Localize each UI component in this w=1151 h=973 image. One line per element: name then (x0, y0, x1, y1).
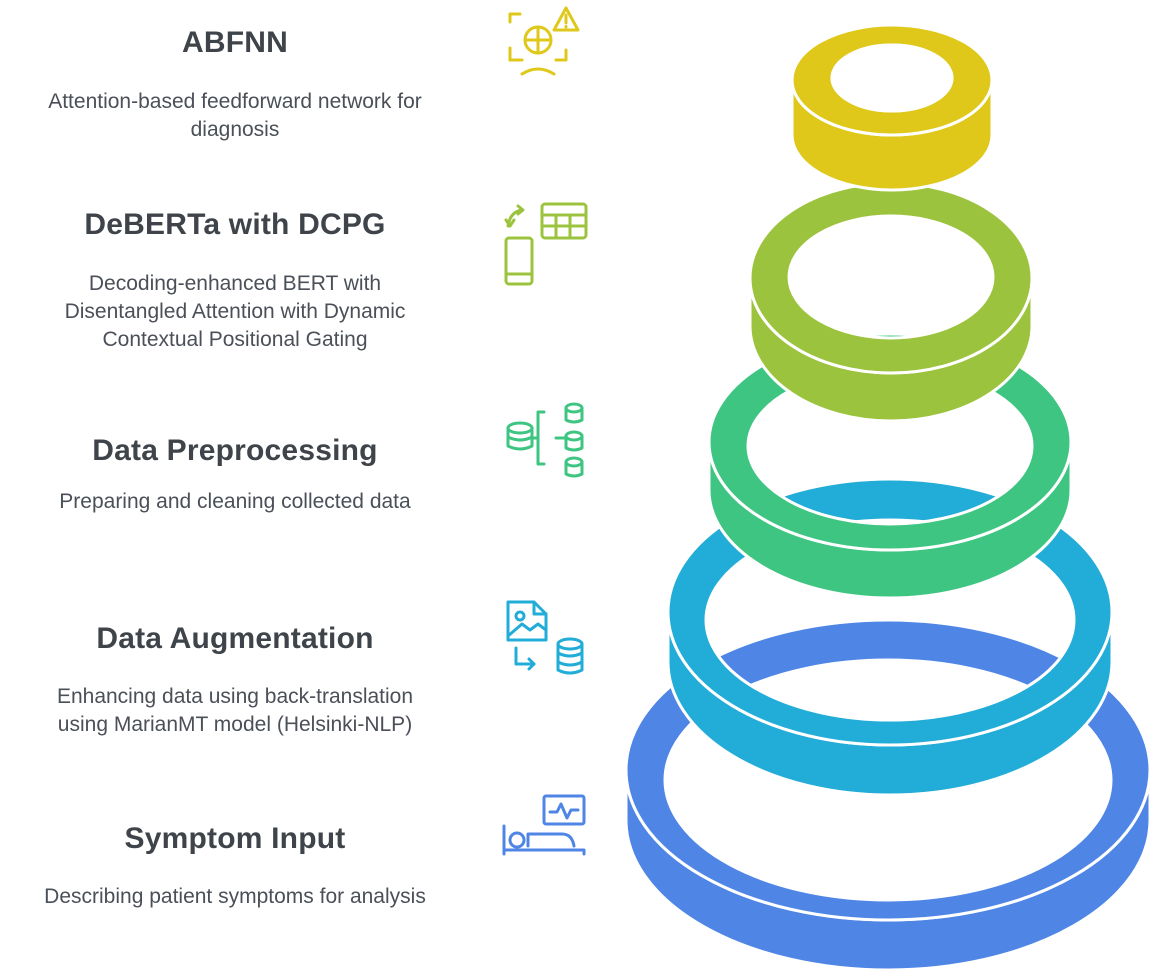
image-to-database-icon (506, 600, 584, 675)
patient-bed-monitor-icon (502, 794, 586, 856)
layer-title: ABFNN (182, 26, 288, 59)
layer-description: Preparing and cleaning collected data (59, 490, 411, 513)
layer-description: Describing patient symptoms for analysis (44, 885, 426, 908)
layer-title: Data Preprocessing (92, 434, 378, 467)
ring-symptom-input (624, 618, 1151, 972)
layer-title: Symptom Input (124, 822, 346, 855)
layer-title: DeBERTa with DCPG (84, 208, 386, 241)
diagnosis-scan-warning-icon (508, 6, 580, 76)
layer-description: Attention-based feedforward network for … (48, 90, 422, 141)
layer-title: Data Augmentation (96, 622, 374, 655)
layer-description: Enhancing data using back-translation us… (56, 685, 414, 736)
ring-abfnn (790, 23, 994, 192)
ring-deberta-dcpg (748, 181, 1034, 423)
layer-description: Decoding-enhanced BERT with Disentangled… (64, 272, 406, 351)
database-split-icon (506, 402, 584, 478)
device-to-table-icon (504, 202, 588, 286)
